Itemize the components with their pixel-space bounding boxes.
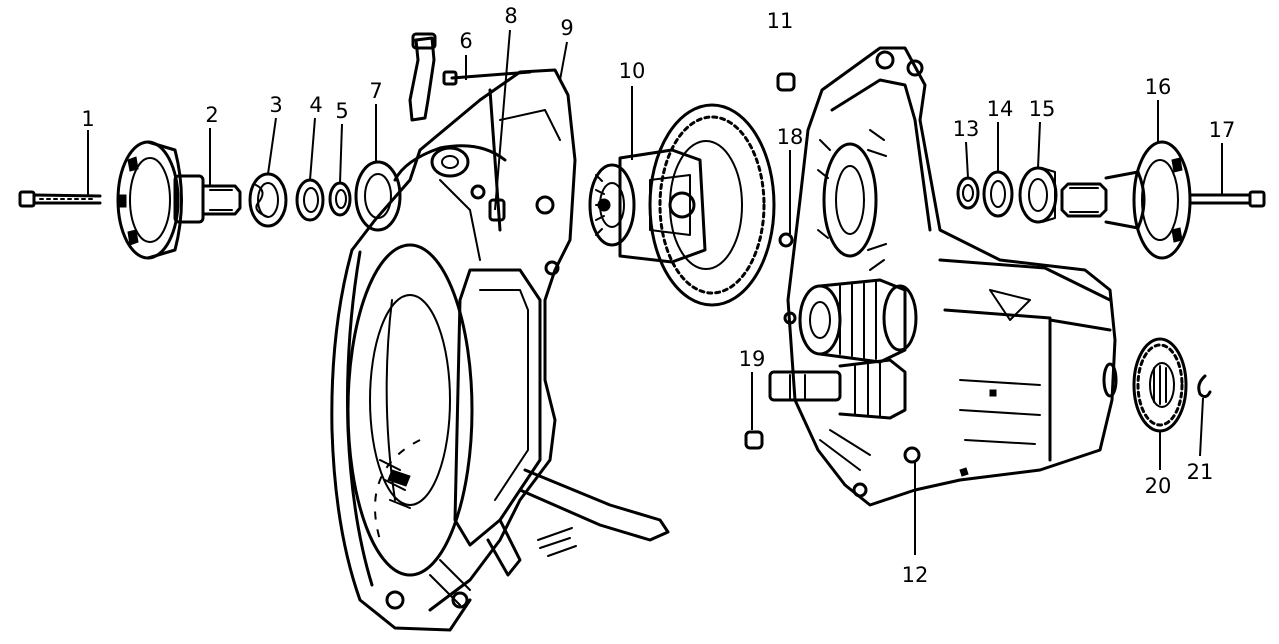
callout-labels: 1 2 3 4 5 6 7 8 9 10 11 12 13 14 15 16 1… [81, 4, 1235, 587]
part-5-ring [328, 181, 352, 217]
part-20-gear [1132, 337, 1188, 433]
callout-14: 14 [987, 97, 1014, 121]
callout-20: 20 [1145, 474, 1172, 498]
leader-9 [559, 41, 568, 81]
part-2-flange [116, 140, 242, 260]
callout-17: 17 [1209, 118, 1236, 142]
callout-5: 5 [335, 99, 348, 123]
callout-19: 19 [739, 347, 766, 371]
part-19-plug [744, 430, 764, 450]
callout-9: 9 [560, 16, 573, 40]
callout-3: 3 [269, 93, 282, 117]
callout-6: 6 [459, 29, 472, 53]
callout-10: 10 [619, 59, 646, 83]
callout-13: 13 [953, 117, 980, 141]
callout-4: 4 [309, 93, 322, 117]
leader-13 [965, 141, 969, 179]
part-3-seal [248, 172, 288, 228]
callout-8: 8 [504, 4, 517, 28]
callout-11: 11 [767, 9, 794, 33]
leader-5 [339, 123, 343, 184]
leader-lines [87, 29, 1223, 555]
callout-16: 16 [1145, 75, 1172, 99]
leader-8 [494, 29, 511, 211]
part-21-circlip [1197, 374, 1212, 399]
left-housing [330, 32, 670, 632]
part-15-bearing [1018, 166, 1058, 224]
leader-4 [309, 117, 316, 181]
part-14-seal [982, 170, 1014, 218]
part-17-bolt [1188, 190, 1266, 208]
leader-15 [1037, 121, 1041, 169]
callout-7: 7 [369, 79, 382, 103]
part-13-ring [956, 176, 980, 210]
callout-15: 15 [1029, 97, 1056, 121]
callout-2: 2 [205, 103, 218, 127]
callout-12: 12 [902, 563, 929, 587]
callout-21: 21 [1187, 460, 1214, 484]
part-12-right-housing [768, 46, 1118, 507]
part-16-flange [1060, 140, 1192, 260]
part-10-differential [588, 103, 776, 307]
leader-21 [1199, 397, 1204, 457]
leader-3 [267, 117, 277, 175]
callout-1: 1 [81, 107, 94, 131]
callout-18: 18 [777, 125, 804, 149]
part-4-ring [295, 178, 325, 222]
part-11-plug [776, 72, 796, 92]
